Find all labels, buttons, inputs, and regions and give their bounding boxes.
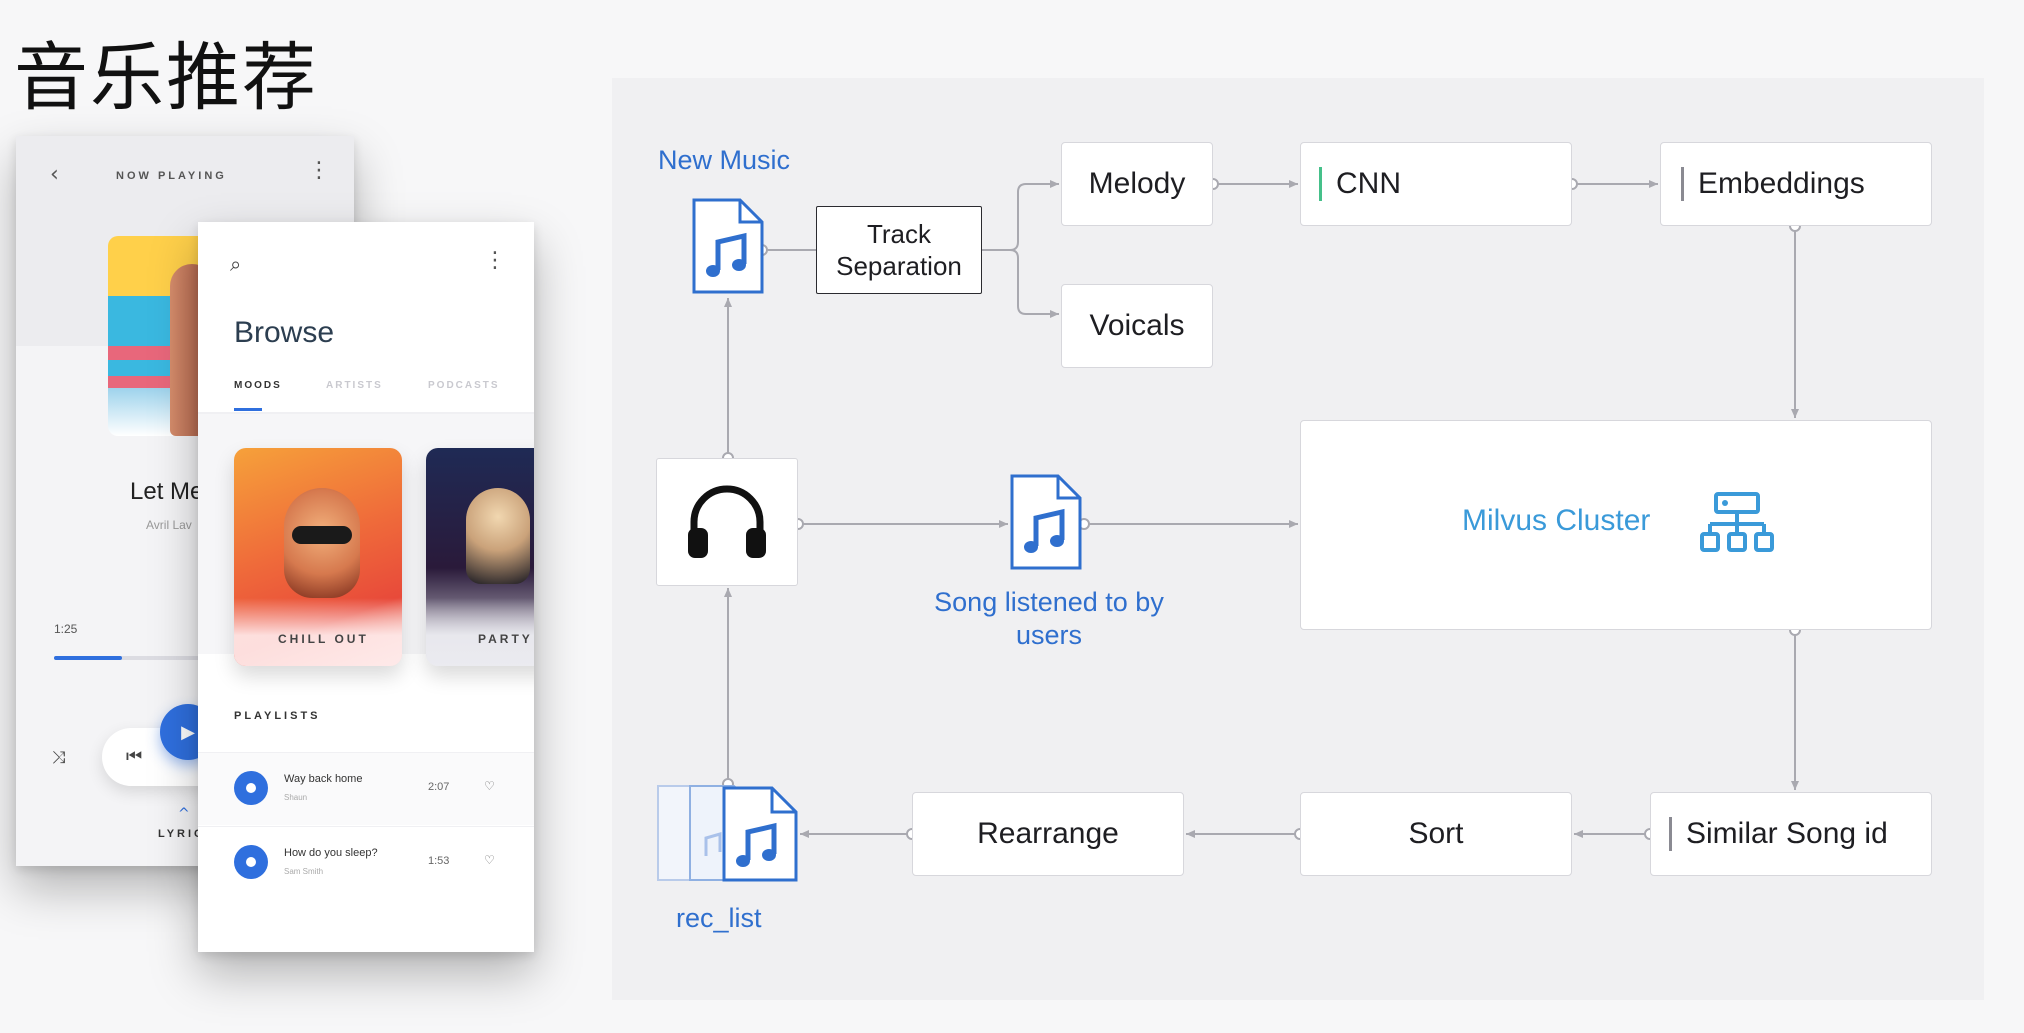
rearrange-node: Rearrange — [912, 792, 1184, 876]
browse-title: Browse — [234, 316, 335, 349]
play-icon: ▶ — [181, 721, 195, 743]
shuffle-icon[interactable]: ⤨ — [52, 748, 66, 768]
new-music-label: New Music — [658, 145, 791, 175]
song-title: Let Me — [130, 478, 204, 505]
playlist-row[interactable]: Way back home Shaun 2:07 ♡ — [198, 752, 534, 825]
accent-bar — [1669, 817, 1672, 851]
node-label: CNN — [1336, 167, 1401, 200]
card-fade — [234, 598, 402, 666]
mood-card-chill-out[interactable] — [234, 448, 402, 666]
music-file-icon — [692, 198, 764, 294]
accent-bar — [1681, 167, 1684, 201]
milvus-cluster-label: Milvus Cluster — [1462, 504, 1651, 537]
sort-node: Sort — [1300, 792, 1572, 876]
connector-track-voicals — [1009, 249, 1059, 318]
node-label: Embeddings — [1698, 167, 1865, 200]
browse-phone: ⌕ ⋮ Browse MOODS ARTISTS PODCASTS CHILL … — [198, 222, 534, 952]
song-listened-label: Song listened to by users — [934, 587, 1164, 650]
card-fade — [426, 598, 534, 666]
card-portrait — [466, 488, 530, 584]
melody-node: Melody — [1061, 142, 1213, 226]
active-tab-indicator — [234, 408, 262, 411]
elapsed-time: 1:25 — [54, 622, 78, 636]
chevron-up-icon[interactable]: ^ — [178, 806, 190, 822]
rec-list-label: rec_list — [676, 903, 762, 933]
voicals-node: Voicals — [1061, 284, 1213, 368]
playlist-subtitle: Sam Smith — [284, 867, 324, 876]
node-label: Melody — [1088, 167, 1186, 200]
node-label: Sort — [1408, 817, 1464, 850]
progress-bar[interactable] — [54, 656, 314, 660]
tab-podcasts[interactable]: PODCASTS — [428, 380, 500, 391]
milvus-cluster-node — [1300, 420, 1932, 630]
skip-previous-icon[interactable]: ⏮ — [126, 746, 143, 767]
playlist-row[interactable]: How do you sleep? Sam Smith 1:53 ♡ — [198, 826, 534, 899]
now-playing-title: NOW PLAYING — [116, 170, 227, 182]
card-sunglasses — [292, 526, 352, 544]
more-vert-icon[interactable]: ⋮ — [308, 158, 330, 183]
music-file-icon — [1010, 474, 1082, 570]
cnn-node: CNN — [1300, 142, 1572, 226]
track-separation-node: Track Separation — [816, 206, 982, 294]
node-label: Voicals — [1089, 309, 1185, 342]
playlist-subtitle: Shaun — [284, 793, 308, 802]
cluster-network-icon — [1700, 492, 1774, 552]
accent-bar — [1319, 167, 1322, 201]
playlist-title: Way back home — [284, 773, 363, 785]
mood-card-party[interactable] — [426, 448, 534, 666]
mood-card-label: CHILL OUT — [278, 632, 369, 646]
back-arrow-icon[interactable]: ‹ — [50, 162, 59, 187]
node-label: Rearrange — [977, 817, 1119, 850]
tab-artists[interactable]: ARTISTS — [326, 380, 383, 391]
playlists-heading: PLAYLISTS — [234, 710, 321, 722]
mood-card-label: PARTY — [478, 632, 533, 646]
heart-icon[interactable]: ♡ — [484, 853, 495, 867]
music-file-stack-icon — [657, 785, 798, 882]
play-circle-icon[interactable] — [234, 845, 268, 879]
connector-track-melody — [982, 180, 1059, 251]
playlist-duration: 2:07 — [428, 781, 450, 793]
more-vert-icon[interactable]: ⋮ — [484, 248, 506, 273]
play-circle-icon[interactable] — [234, 771, 268, 805]
slide-title: 音乐推荐 — [14, 35, 318, 121]
node-label: Track Separation — [836, 219, 962, 281]
tab-divider — [198, 412, 534, 414]
lyrics-label[interactable]: LYRIC — [158, 828, 205, 840]
playlist-title: How do you sleep? — [284, 847, 378, 859]
headphones-icon — [688, 485, 766, 558]
tab-moods[interactable]: MOODS — [234, 380, 282, 391]
heart-icon[interactable]: ♡ — [484, 779, 495, 793]
song-artist: Avril Lav — [146, 518, 192, 532]
progress-fill — [54, 656, 122, 660]
node-label: Similar Song id — [1686, 817, 1888, 850]
users-listening-node — [656, 458, 798, 586]
playlist-duration: 1:53 — [428, 855, 450, 867]
embeddings-node: Embeddings — [1660, 142, 1932, 226]
similar-song-id-node: Similar Song id — [1650, 792, 1932, 876]
search-icon[interactable]: ⌕ — [230, 252, 242, 276]
